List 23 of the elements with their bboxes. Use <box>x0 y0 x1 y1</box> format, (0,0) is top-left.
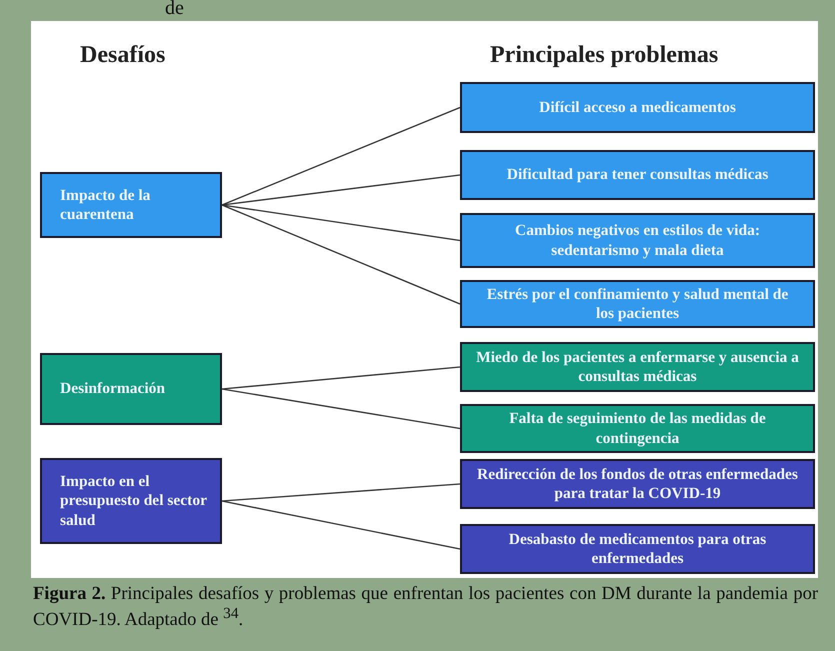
problem-box: Falta de seguimiento de las medidas de contingencia <box>460 404 815 453</box>
connector-line <box>222 106 460 206</box>
connector-line <box>222 174 460 206</box>
problem-box: Dificultad para tener consultas médicas <box>460 150 815 200</box>
problem-box: Miedo de los pacientes a enfermarse y ausencia a consultas médicas <box>460 342 815 392</box>
problem-box: Cambios negativos en estilos de vida: sedentarismo y mala dieta <box>460 213 815 268</box>
challenge-box: Desinformación <box>40 353 222 425</box>
column-heading: Principales problemas <box>490 42 718 69</box>
problem-box: Redirección de los fondos de otras enfermedades para tratar la COVID-19 <box>460 459 815 509</box>
connector-line <box>222 483 460 502</box>
connector-line <box>222 204 460 305</box>
connector-line <box>222 388 460 430</box>
challenge-box: Impacto en el presupuesto del sector salud <box>40 458 222 544</box>
column-heading: Desafíos <box>80 42 166 69</box>
figure-caption: Figura 2. Principales desafíos y problemas que enfrentan los pacientes con DM durante la pandemia por COVID-19. Adaptado de $^{34}$. <box>33 584 818 632</box>
challenge-box: Impacto de la cuarentena <box>40 172 222 238</box>
text-fragment: de <box>165 0 184 20</box>
problem-box: Difícil acceso a medicamentos <box>460 82 815 133</box>
problem-box: Estrés por el confinamiento y salud mental de los pacientes <box>460 280 815 328</box>
problem-box: Desabasto de medicamentos para otras enfermedades <box>460 524 815 574</box>
connector-line <box>222 366 460 390</box>
connector-line <box>222 204 460 242</box>
connector-line <box>222 500 460 550</box>
